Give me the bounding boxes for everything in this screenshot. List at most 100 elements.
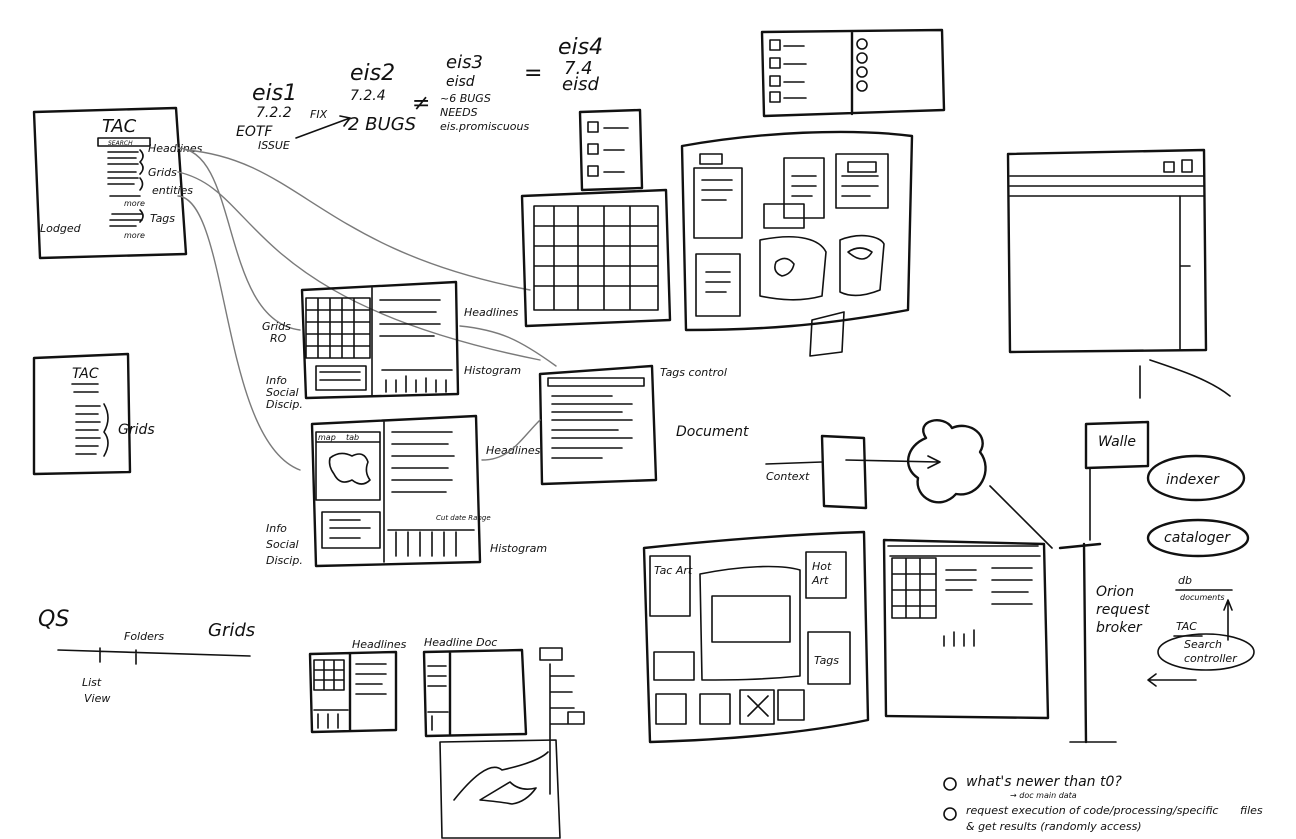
context-box bbox=[820, 434, 868, 510]
grid-headlines-frame bbox=[882, 538, 1050, 720]
tac-more-2: more bbox=[124, 231, 145, 240]
dash-tags-card bbox=[807, 631, 851, 685]
qs-grids-label: Grids bbox=[208, 620, 255, 641]
dash-left-card bbox=[649, 555, 691, 617]
layout-a-grid bbox=[305, 297, 371, 359]
checklist-window bbox=[760, 28, 946, 118]
browser-buttons bbox=[1163, 159, 1193, 173]
cloud-to-broker-line bbox=[989, 485, 1053, 549]
indexer-ellipse bbox=[1146, 454, 1246, 502]
tac-search-box bbox=[97, 137, 151, 147]
map-sketch-lines bbox=[453, 751, 549, 805]
layout-b-histogram bbox=[387, 529, 475, 557]
dash-hot-card bbox=[805, 551, 847, 599]
eis1-version: 7.2.2 bbox=[256, 105, 292, 121]
cataloger-label: cataloger bbox=[1164, 530, 1231, 546]
layout-a-headlines bbox=[379, 299, 441, 337]
tac-label-headlines: Headlines bbox=[148, 142, 203, 155]
connector-entities bbox=[177, 195, 301, 471]
tac-small-title: TAC bbox=[72, 366, 99, 382]
eis3-note1: ~6 BUGS bbox=[440, 92, 491, 105]
bottom-notes: what's newer than t0? → doc main data re… bbox=[943, 774, 1263, 833]
mini-panel-1-grid bbox=[313, 659, 349, 729]
db-label: db bbox=[1178, 574, 1192, 587]
layout-b-tab-2: tab bbox=[346, 433, 359, 442]
folder-stack bbox=[539, 647, 585, 795]
card-3 bbox=[835, 153, 889, 209]
doc-lines bbox=[551, 395, 633, 459]
layout-b: map tab Headlines Histogram Info Social … bbox=[266, 414, 547, 568]
grid-headlines-toolbar bbox=[887, 545, 1041, 557]
layout-b-note: Cut date Range bbox=[436, 514, 491, 522]
doc-arrow-b bbox=[481, 419, 541, 461]
note-2-bullet bbox=[943, 807, 957, 821]
grid-headlines-window bbox=[882, 538, 1050, 720]
cloud bbox=[907, 419, 987, 504]
eq-sign: = bbox=[524, 61, 542, 86]
eis3-label: eis3 bbox=[446, 52, 483, 73]
card-overflow bbox=[809, 311, 845, 357]
mini-panel-1-lines bbox=[355, 663, 387, 695]
dashboard-frame bbox=[642, 530, 870, 744]
layout-b-right2: Histogram bbox=[490, 542, 547, 555]
doc-tags-bar bbox=[547, 377, 645, 387]
note-2b: & get results (randomly access) bbox=[966, 820, 1142, 833]
broker-label-3: broker bbox=[1096, 620, 1143, 636]
card-4 bbox=[695, 253, 741, 317]
layout-b-info2: Social bbox=[266, 538, 299, 551]
layout-a: Grids RO Headlines Histogram Info Social… bbox=[262, 280, 521, 411]
qs-list-label: List bbox=[82, 676, 102, 689]
checklist-items bbox=[769, 39, 807, 103]
context-label: Context bbox=[766, 470, 810, 483]
eis3-note3: eis.promiscuous bbox=[440, 120, 530, 133]
layout-b-right1: Headlines bbox=[486, 444, 541, 457]
grid-headlines-lines bbox=[945, 567, 1033, 605]
tac-main-frame bbox=[32, 106, 188, 260]
icon-list-panel bbox=[578, 108, 644, 192]
note-1: what's newer than t0? bbox=[966, 774, 1122, 790]
browser-frame bbox=[1006, 148, 1208, 354]
eis4-sub: eisd bbox=[562, 74, 599, 95]
tac-label-entities: entities bbox=[152, 184, 193, 197]
note-2: request execution of code/processing/spe… bbox=[966, 804, 1218, 817]
tac-more-1: more bbox=[124, 199, 145, 208]
white-box bbox=[1084, 420, 1150, 470]
db-docs-label: documents bbox=[1180, 593, 1225, 602]
white-label: Walle bbox=[1098, 434, 1136, 450]
tac-label-tags: Tags bbox=[150, 212, 175, 225]
mini-panel-1-label: Headlines bbox=[352, 638, 407, 651]
broker-label-2: request bbox=[1096, 602, 1150, 618]
layout-a-frame bbox=[300, 280, 460, 400]
doc-label-document: Document bbox=[676, 424, 749, 440]
connector-grids bbox=[177, 171, 541, 361]
layout-b-info-box bbox=[321, 511, 381, 549]
layout-a-right1: Headlines bbox=[464, 306, 519, 319]
layout-a-left1: Grids bbox=[262, 320, 291, 333]
eis4-label: eis4 bbox=[558, 35, 603, 60]
document-view: Tags control Document bbox=[459, 325, 749, 486]
eis2-note: 2 BUGS bbox=[348, 114, 416, 135]
tac-small-frame bbox=[32, 352, 132, 476]
tac-main-title: TAC bbox=[102, 116, 137, 137]
dash-center bbox=[699, 565, 801, 681]
eis4-version: 7.4 bbox=[564, 58, 593, 79]
grid-headlines-histogram bbox=[943, 629, 975, 647]
fix-label: FIX bbox=[310, 108, 328, 121]
icon-list-rows bbox=[587, 121, 629, 177]
tac-up-arrow bbox=[1223, 599, 1233, 641]
version-notes: eis1 7.2.2 EOTF ISSUE FIX eis2 7.2.4 2 B… bbox=[236, 35, 603, 152]
connector-top bbox=[185, 149, 531, 291]
tac-small-panel: TAC Grids bbox=[32, 352, 155, 476]
browser-scrollbar bbox=[1179, 195, 1191, 351]
checklist-circle-2 bbox=[856, 52, 868, 64]
neq-sign: ≠ bbox=[412, 91, 430, 116]
broker-label-1: Orion bbox=[1096, 584, 1134, 600]
card-1 bbox=[693, 153, 743, 239]
layout-a-info3: Discip. bbox=[266, 398, 303, 411]
qs-folders-label: Folders bbox=[124, 630, 164, 643]
return-arrow bbox=[1147, 673, 1197, 687]
qs-line bbox=[57, 647, 251, 665]
map-blob bbox=[328, 452, 371, 485]
